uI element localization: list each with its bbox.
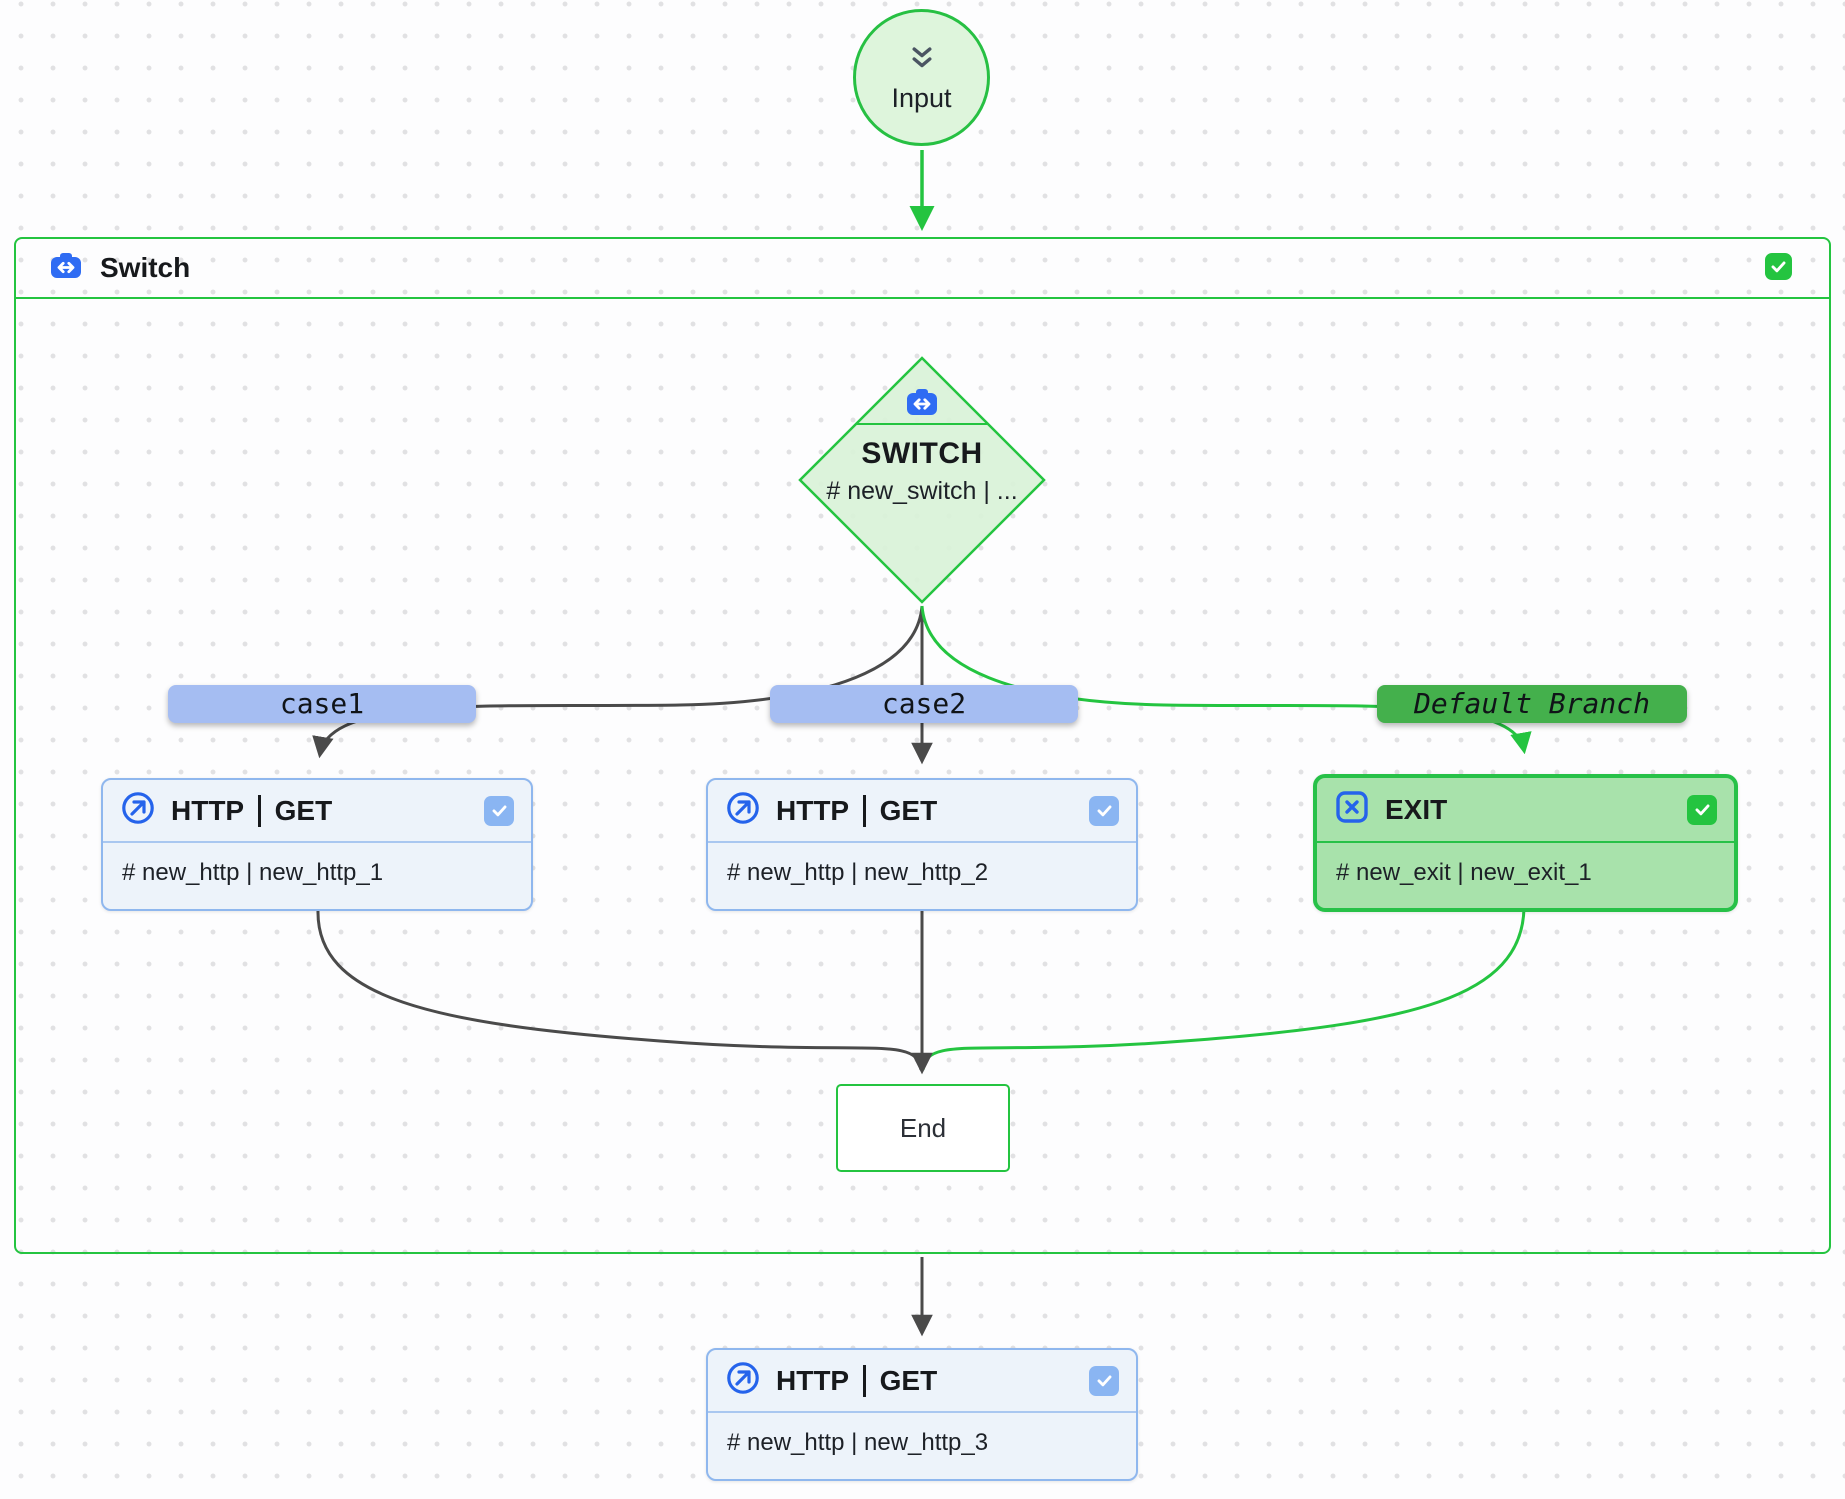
exit-node[interactable]: EXIT # new_exit | new_exit_1 <box>1313 774 1738 912</box>
http-node-1-subtitle: # new_http | new_http_1 <box>122 859 384 886</box>
http-node-1[interactable]: HTTP GET # new_http | new_http_1 <box>101 778 533 911</box>
service-name: HTTP <box>776 1364 850 1396</box>
http-node-3-subtitle: # new_http | new_http_3 <box>727 1429 989 1456</box>
checkmark-icon <box>1097 805 1111 817</box>
http-node-2-title: HTTP GET <box>776 794 938 827</box>
method-name: GET <box>879 1364 938 1396</box>
method-name: GET <box>879 794 938 826</box>
input-node-label: Input <box>891 82 952 113</box>
method-name: GET <box>274 794 333 826</box>
exit-node-checkbox[interactable] <box>1687 794 1717 825</box>
switch-node-subtitle: # new_switch | ... <box>826 477 1018 505</box>
http-node-3-header: HTTP GET <box>708 1350 1136 1413</box>
http-node-2[interactable]: HTTP GET # new_http | new_http_2 <box>706 778 1138 911</box>
input-node[interactable]: Input <box>853 9 990 146</box>
http-node-3[interactable]: HTTP GET # new_http | new_http_3 <box>706 1348 1138 1481</box>
checkmark-icon <box>1097 1375 1111 1387</box>
exit-node-header: EXIT <box>1317 778 1734 843</box>
service-name: HTTP <box>776 794 850 826</box>
arrow-up-right-circle-icon <box>120 790 156 831</box>
checkmark-icon <box>1771 261 1786 273</box>
end-node-label: End <box>899 1112 947 1143</box>
service-name: HTTP <box>171 794 245 826</box>
http-node-1-header: HTTP GET <box>103 780 531 843</box>
http-node-3-title: HTTP GET <box>776 1364 938 1397</box>
arrow-up-right-circle-icon <box>725 790 761 831</box>
chevrons-down-icon <box>904 42 940 81</box>
title-divider <box>863 794 866 827</box>
switch-group-container[interactable]: Switch <box>14 237 1831 1254</box>
http-node-2-subtitle: # new_http | new_http_2 <box>727 859 989 886</box>
switch-group-checkbox[interactable] <box>1765 253 1792 280</box>
http-node-2-header: HTTP GET <box>708 780 1136 843</box>
edge-http1-to-end <box>316 909 923 1071</box>
exit-node-subtitle: # new_exit | new_exit_1 <box>1336 859 1592 886</box>
switch-node[interactable]: SWITCH # new_switch | ... <box>802 360 1042 600</box>
title-divider <box>863 1364 866 1397</box>
checkmark-icon <box>1695 804 1709 816</box>
switch-icon <box>49 249 83 288</box>
http-node-1-title: HTTP GET <box>171 794 333 827</box>
branch-label-case1: case1 <box>168 685 476 723</box>
branch-label-default: Default Branch <box>1377 685 1687 723</box>
http-node-3-checkbox[interactable] <box>1089 1365 1119 1396</box>
title-divider <box>258 794 261 827</box>
end-node[interactable]: End <box>836 1084 1010 1172</box>
arrow-up-right-circle-icon <box>725 1360 761 1401</box>
switch-diamond-shape <box>798 356 1046 604</box>
switch-group-title: Switch <box>100 252 191 283</box>
switch-icon <box>904 388 940 423</box>
edge-exit-to-end <box>921 907 1526 1071</box>
exit-node-title: EXIT <box>1385 793 1448 825</box>
http-node-1-checkbox[interactable] <box>484 795 514 826</box>
checkmark-icon <box>492 805 506 817</box>
branch-label-case2: case2 <box>770 685 1078 723</box>
switch-node-title: SWITCH <box>861 437 983 470</box>
x-square-icon <box>1334 789 1370 830</box>
http-node-2-checkbox[interactable] <box>1089 795 1119 826</box>
switch-group-header: Switch <box>16 239 1829 299</box>
